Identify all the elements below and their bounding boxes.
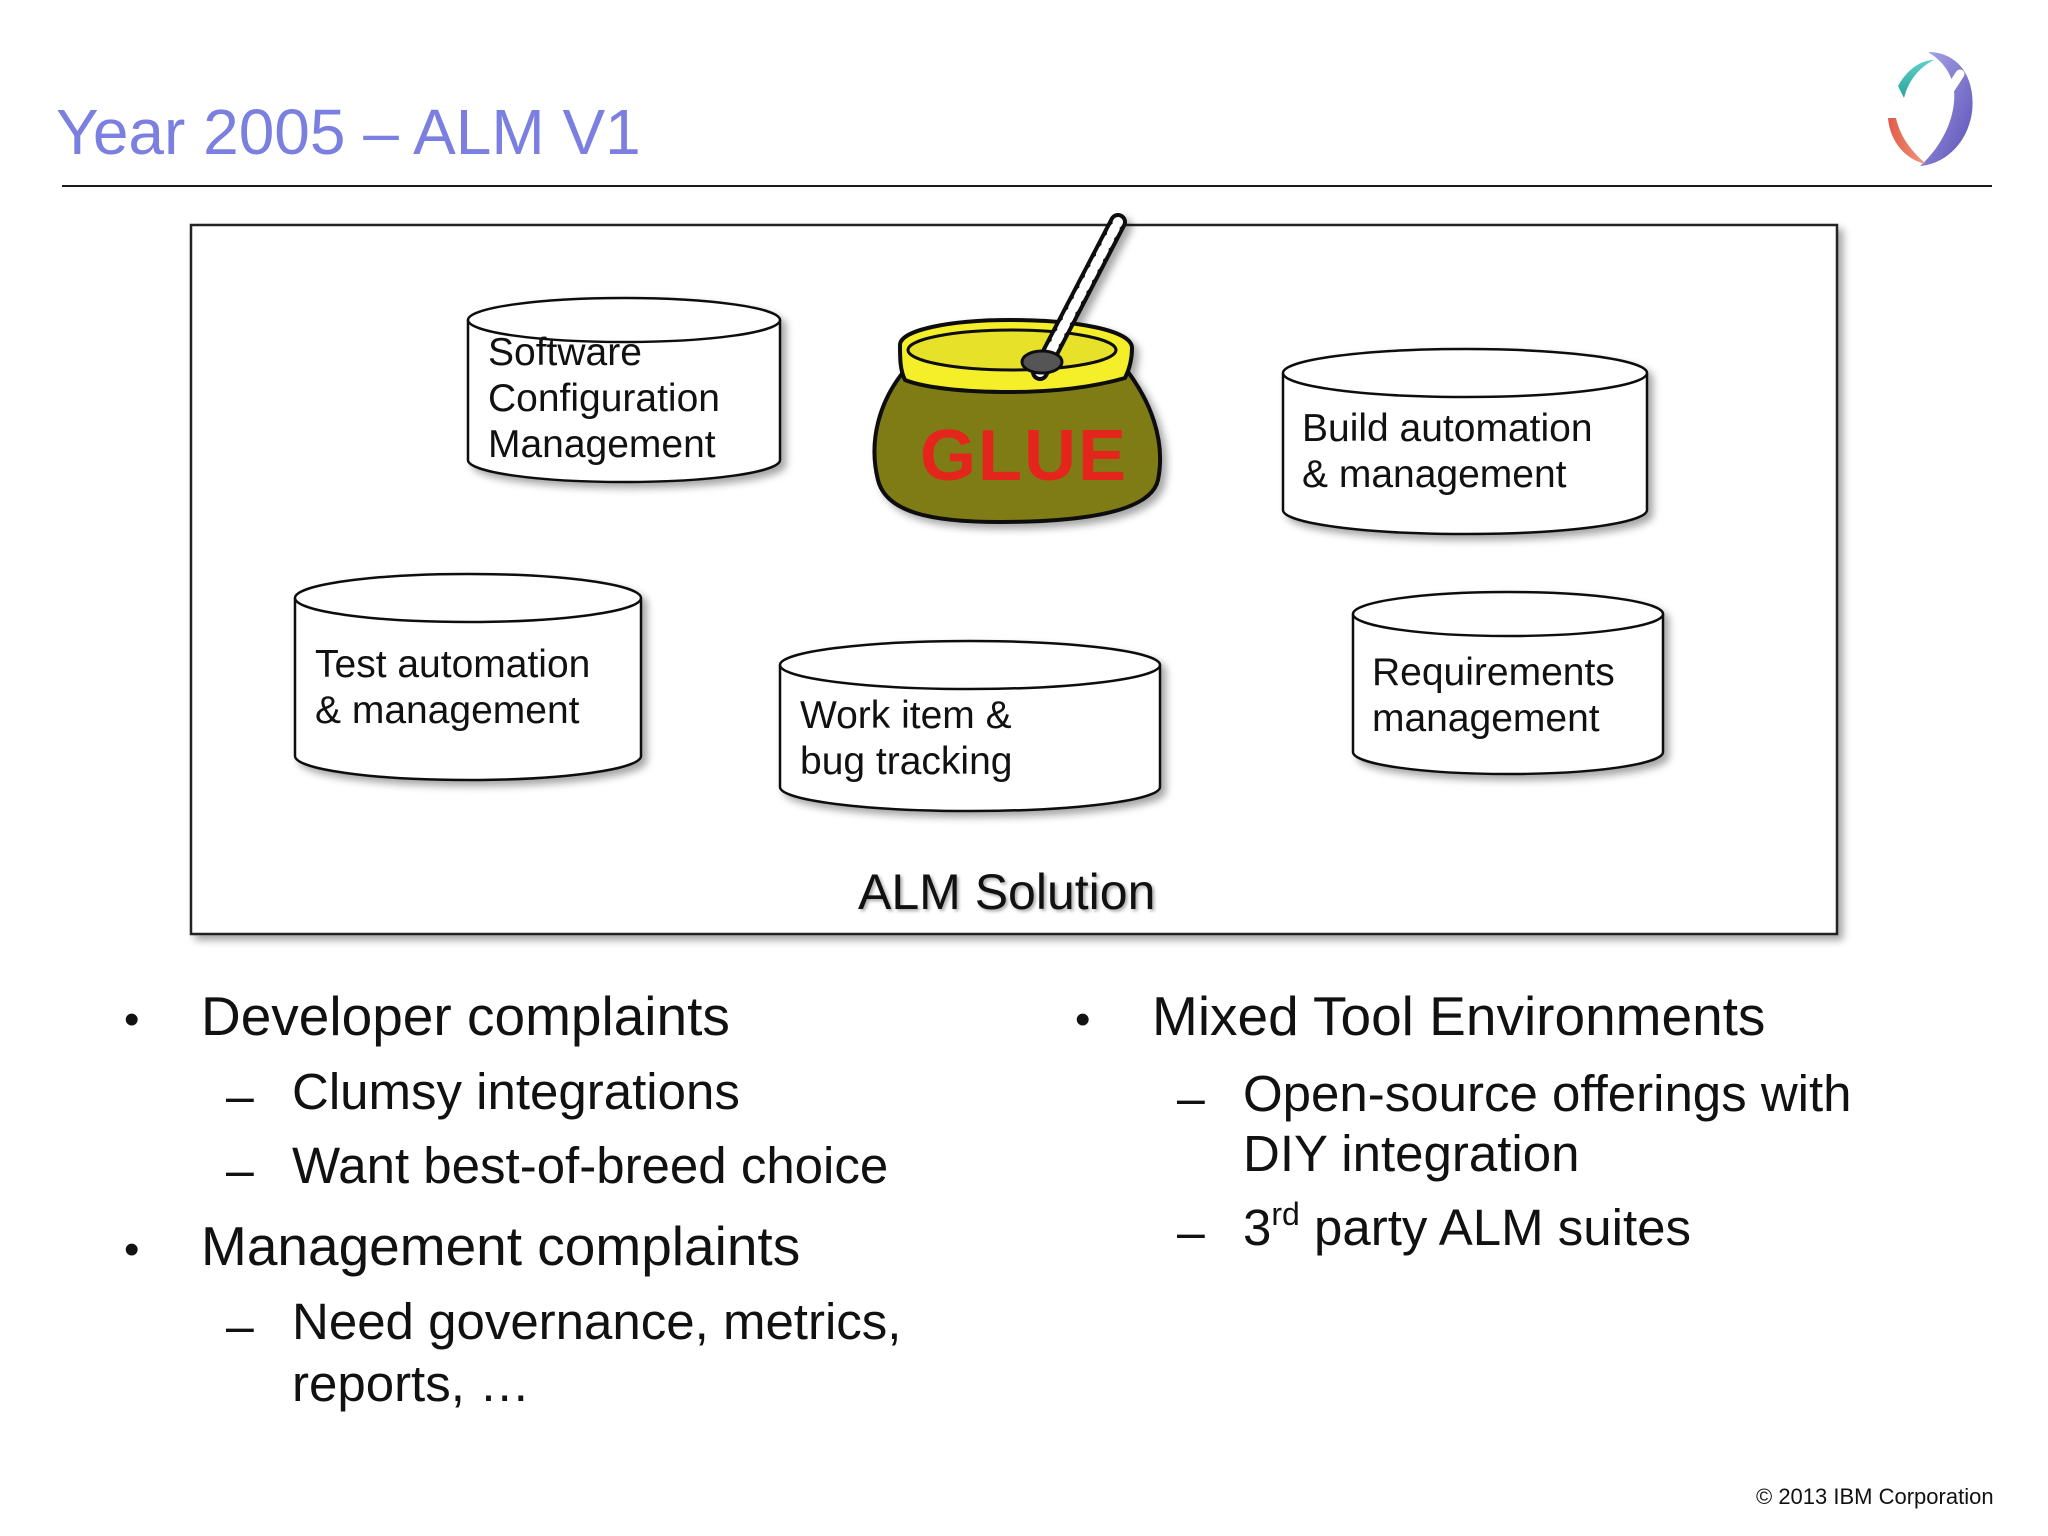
test-cylinder xyxy=(293,572,643,782)
test-label: Test automation & management xyxy=(315,642,590,734)
title-divider xyxy=(62,185,1992,187)
requirements-label-line: management xyxy=(1372,697,1600,740)
scm-label-line: Management xyxy=(488,423,716,466)
build-label: Build automation & management xyxy=(1302,406,1593,498)
requirements-cylinder xyxy=(1351,590,1665,776)
sub-governance-line2: reports, … xyxy=(292,1355,531,1412)
scm-label-line: Configuration xyxy=(488,377,720,420)
workitem-label-line: bug tracking xyxy=(800,740,1013,783)
sub-best-of-breed: Want best-of-breed choice xyxy=(292,1137,889,1194)
alm-solution-label: ALM Solution xyxy=(858,864,1156,920)
build-label-line: Build automation xyxy=(1302,407,1593,450)
test-label-line: Test automation xyxy=(315,643,591,686)
requirements-label: Requirements management xyxy=(1372,650,1615,742)
workitem-label-line: Work item & xyxy=(800,694,1012,737)
company-logo-icon xyxy=(1888,52,1973,166)
dash-mark: – xyxy=(226,1068,254,1124)
glue-label: GLUE xyxy=(920,416,1128,496)
bullet-mark: • xyxy=(124,995,140,1044)
bullet-mark: • xyxy=(124,1225,140,1274)
sub-open-source-line1: Open-source offerings with xyxy=(1243,1065,1852,1122)
workitem-cylinder xyxy=(778,639,1162,813)
bullet-mixed-tool-environments: Mixed Tool Environments xyxy=(1152,985,1766,1047)
workitem-label: Work item & bug tracking xyxy=(800,693,1012,785)
dash-mark: – xyxy=(226,1298,254,1354)
test-label-line: & management xyxy=(315,689,580,732)
dash-mark: – xyxy=(1177,1204,1205,1260)
bullet-management-complaints: Management complaints xyxy=(201,1215,801,1277)
scm-label-line: Software xyxy=(488,331,642,374)
requirements-label-line: Requirements xyxy=(1372,651,1615,694)
bullet-mark: • xyxy=(1075,995,1091,1044)
slide-title: Year 2005 – ALM V1 xyxy=(56,96,641,168)
sub-third-party-suites: 3rd party ALM suites xyxy=(1243,1198,1691,1258)
sub-open-source-line2: DIY integration xyxy=(1243,1125,1580,1182)
ordinal-number: 3 xyxy=(1243,1199,1272,1256)
sub-clumsy-integrations: Clumsy integrations xyxy=(292,1063,740,1120)
scm-cylinder xyxy=(466,296,782,484)
build-cylinder xyxy=(1281,347,1649,536)
scm-label: Software Configuration Management xyxy=(488,330,720,468)
bullet-developer-complaints: Developer complaints xyxy=(201,985,730,1047)
glue-jar-icon xyxy=(872,213,1163,525)
sub-governance-line1: Need governance, metrics, xyxy=(292,1293,902,1350)
copyright-notice: © 2013 IBM Corporation xyxy=(1756,1484,1994,1509)
build-label-line: & management xyxy=(1302,453,1567,496)
dash-mark: – xyxy=(1177,1070,1205,1126)
third-party-text: party ALM suites xyxy=(1299,1199,1691,1256)
dash-mark: – xyxy=(226,1142,254,1198)
ordinal-suffix: rd xyxy=(1271,1196,1300,1232)
